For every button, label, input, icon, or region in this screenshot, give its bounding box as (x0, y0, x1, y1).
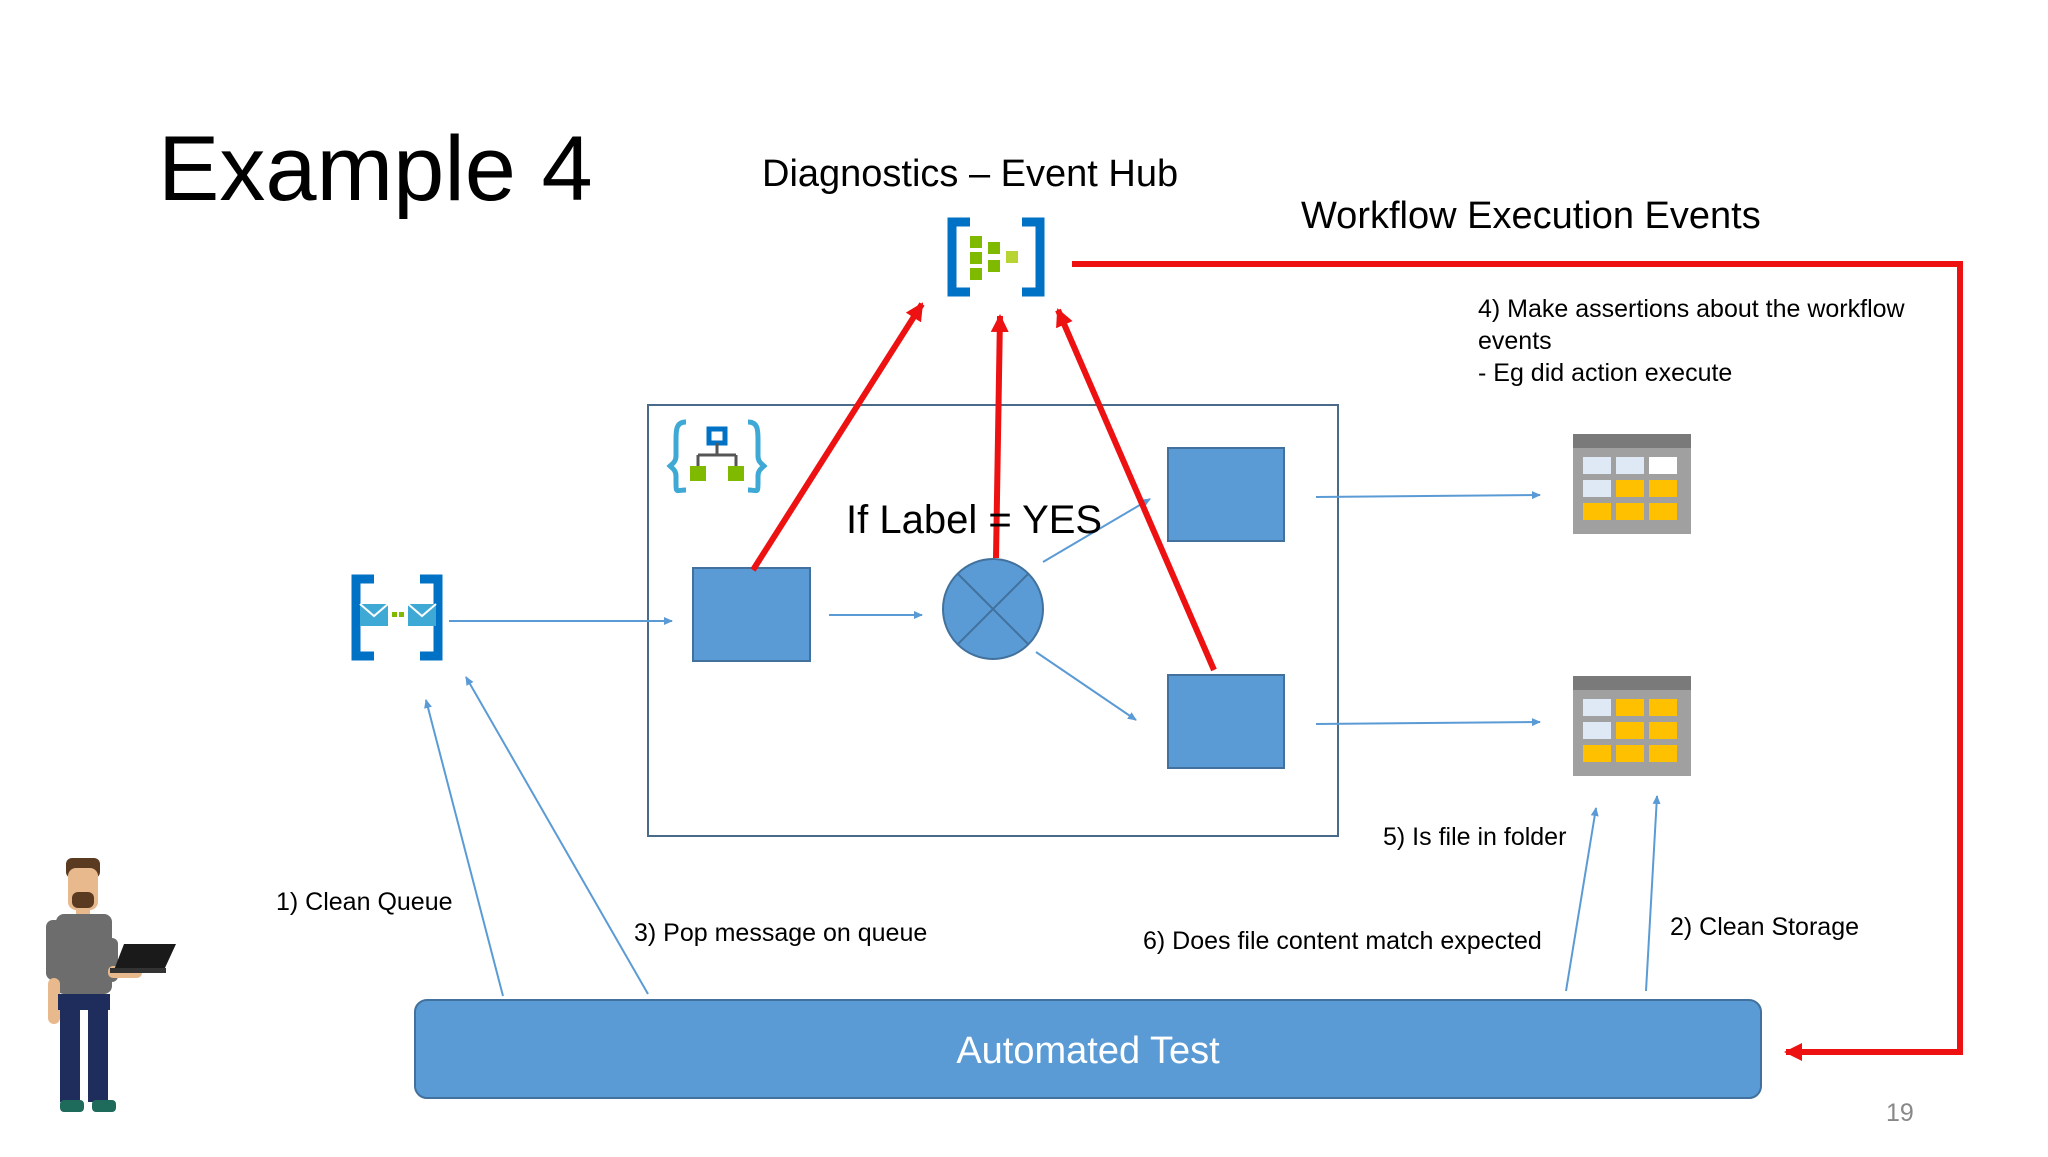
page-number: 19 (1886, 1099, 1914, 1127)
step5-label: 5) Is file in folder (1383, 823, 1566, 851)
step6-label: 6) Does file content match expected (1143, 927, 1542, 955)
automated-test-label: Automated Test (956, 1030, 1220, 1072)
trigger-to-event-hub-arrow (750, 302, 925, 572)
condition-to-no-arrow (1035, 651, 1137, 721)
diagnostic-arrows (750, 261, 1963, 1061)
action-to-event-hub-arrow (1055, 308, 1217, 672)
yes-branch-action-box (1167, 447, 1285, 542)
storage-table-icon (1573, 434, 1691, 534)
event-hub-label: Diagnostics – Event Hub (762, 153, 1178, 195)
no-to-storage-arrow (1315, 718, 1541, 727)
trigger-action-box (692, 567, 811, 662)
condition-to-event-hub-arrow (990, 314, 1009, 559)
workflow-events-label: Workflow Execution Events (1301, 195, 1761, 237)
clean-queue-arrow (424, 699, 504, 997)
step2-label: 2) Clean Storage (1670, 913, 1859, 941)
step4-label-line2: events (1478, 327, 1552, 355)
storage-table-icon (1573, 676, 1691, 776)
service-bus-queue-icon (351, 574, 443, 661)
file-check-arrow (1565, 807, 1599, 992)
condition-to-yes-arrow (1042, 498, 1151, 563)
step3-label: 3) Pop message on queue (634, 919, 927, 947)
condition-label: If Label = YES (846, 498, 1102, 542)
person-with-laptop-icon (46, 858, 176, 1112)
step4-label-line1: 4) Make assertions about the workflow (1478, 295, 1906, 323)
automated-test-bar (414, 999, 1762, 1099)
pop-message-arrow (465, 676, 649, 995)
flow-arrows (424, 491, 1661, 997)
step1-label: 1) Clean Queue (276, 888, 453, 916)
logic-app-icon (666, 419, 768, 494)
event-hub-icon (947, 217, 1045, 297)
clean-storage-arrow (1645, 795, 1661, 992)
slide-title: Example 4 (158, 118, 593, 220)
yes-to-storage-arrow (1315, 491, 1541, 500)
event-hub-to-test-arrow (1072, 261, 1963, 1061)
no-branch-action-box (1167, 674, 1285, 769)
condition-node (942, 558, 1044, 660)
step4-label-line3: - Eg did action execute (1478, 359, 1732, 387)
